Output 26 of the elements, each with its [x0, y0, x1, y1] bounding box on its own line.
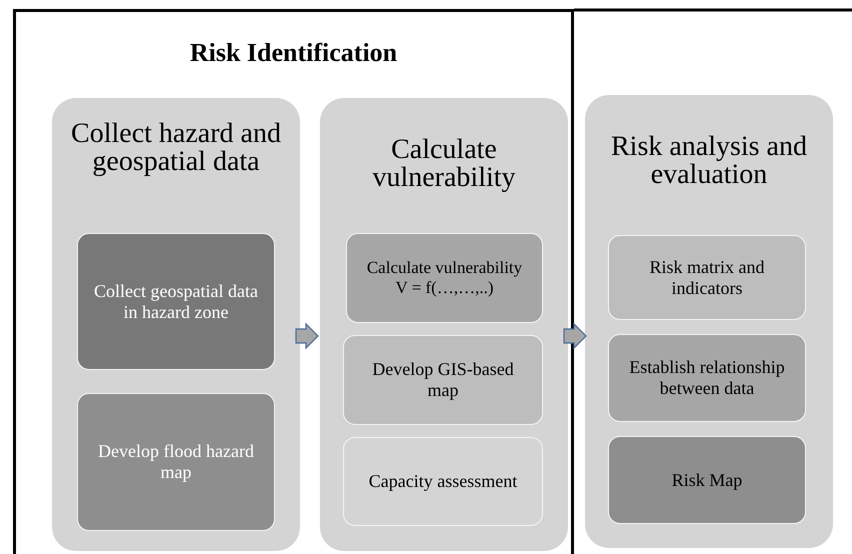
step-box: [77, 233, 275, 370]
step-box: [608, 235, 806, 320]
step-box: [343, 437, 543, 526]
step-text: Collect geospatial data in hazard zone: [93, 280, 259, 322]
step-box: [346, 233, 543, 323]
step-box: [343, 335, 543, 425]
block-arrow: [295, 322, 319, 350]
stage-heading: Collect hazard and geospatial data: [70, 120, 282, 176]
group-title: Risk Identification: [188, 40, 398, 66]
step-text: Develop GIS-based map: [371, 359, 515, 401]
step-text: Risk matrix and indicators: [648, 256, 766, 298]
group-frame: [13, 9, 574, 554]
block-arrow: [563, 322, 587, 350]
stage-heading: Calculate vulnerability: [371, 136, 517, 192]
stage-panel: [52, 98, 300, 551]
stage-heading: Risk analysis and evaluation: [610, 133, 808, 189]
step-text: Develop flood hazard map: [97, 441, 255, 483]
step-box: [608, 436, 806, 524]
step-text: Establish relationship between data: [628, 357, 786, 399]
step-text: Calculate vulnerability V = f(…,…,..): [366, 258, 524, 298]
step-text: Risk Map: [672, 470, 742, 490]
stage-panel: [585, 95, 833, 548]
step-box: [77, 393, 275, 531]
step-box: [608, 334, 806, 422]
stage-panel: [320, 98, 568, 551]
step-text: Capacity assessment: [368, 471, 518, 492]
